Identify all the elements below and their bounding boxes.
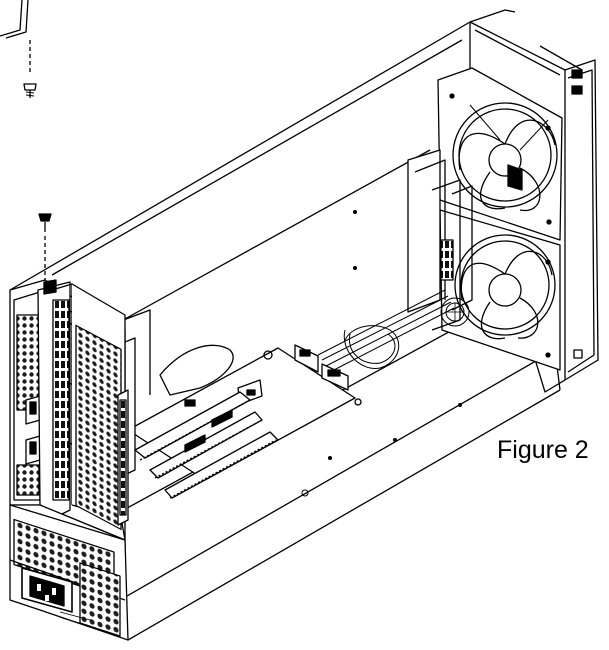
power-socket-icon bbox=[21, 567, 91, 627]
fan-panel bbox=[469, 21, 599, 393]
front-edge bbox=[117, 389, 129, 600]
fan-icon bbox=[439, 209, 561, 371]
motherboard bbox=[127, 344, 362, 481]
screw-icon bbox=[23, 83, 37, 98]
figure-caption: Figure 2 bbox=[497, 436, 589, 464]
pci-card-bracket bbox=[37, 279, 126, 531]
bracket-fragment bbox=[0, 0, 31, 72]
cable-bundle bbox=[317, 289, 470, 373]
pcie-slots bbox=[134, 391, 279, 499]
floor-details bbox=[301, 210, 462, 497]
power-supply bbox=[9, 504, 129, 641]
screw-icon bbox=[38, 213, 52, 285]
